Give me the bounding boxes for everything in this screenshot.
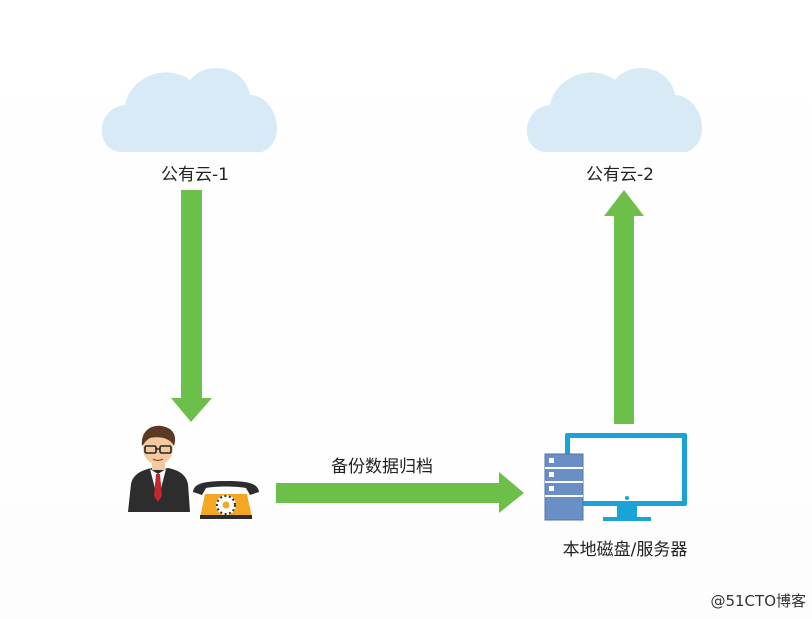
arrow-server-to-cloud2 (604, 190, 644, 424)
arrow-cloud1-to-user (171, 190, 212, 422)
cloud-1-icon (101, 68, 278, 152)
businessman-icon (128, 425, 190, 512)
cloud-2-icon (526, 68, 703, 152)
telephone-icon (193, 481, 259, 519)
arrow-user-to-server (276, 472, 524, 513)
server-label: 本地磁盘/服务器 (562, 540, 688, 560)
cloud-2-label: 公有云-2 (586, 165, 654, 185)
watermark: @51CTO博客 (710, 592, 806, 610)
backup-archive-edge-label: 备份数据归档 (331, 457, 433, 477)
cloud-1-label: 公有云-1 (161, 165, 229, 185)
server-computer-icon (544, 433, 687, 521)
